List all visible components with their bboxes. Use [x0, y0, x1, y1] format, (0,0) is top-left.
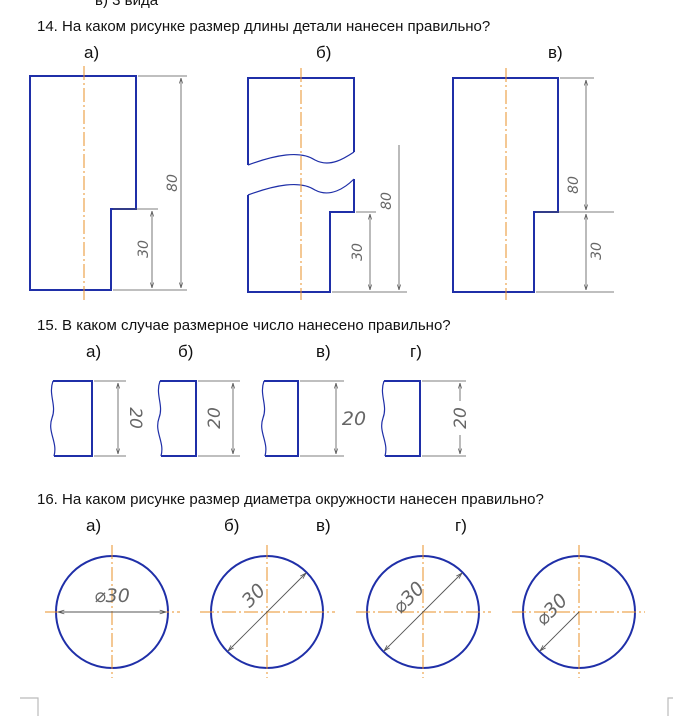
- q15-figure-c: 20: [261, 380, 366, 457]
- q14a-dim-80: 80: [165, 174, 181, 192]
- q14-option-a: а): [84, 43, 100, 62]
- q15a-dim: 20: [125, 407, 145, 429]
- q15-option-b: б): [178, 342, 194, 361]
- q16-option-c: в): [316, 516, 331, 535]
- q14-option-b: б): [316, 43, 332, 62]
- q15-option-a: а): [86, 342, 102, 361]
- q14b-dim-30: 30: [350, 243, 366, 261]
- q16-figure-c: ⌀30: [356, 545, 491, 678]
- q16-figure-b: 30: [200, 545, 335, 678]
- q16b-dim: 30: [237, 579, 270, 612]
- question-15: 15. В каком случае размерное число нанес…: [37, 317, 451, 334]
- q15-figure-b: 20: [157, 380, 240, 457]
- q16d-dim: ⌀30: [531, 589, 572, 630]
- q14-figure-c: 80 30: [452, 68, 614, 300]
- q16-option-a: а): [86, 516, 102, 535]
- q16-option-d: г): [455, 516, 467, 535]
- top-fragment-text: в) 3 вида: [95, 0, 159, 9]
- q15-figure-d: 20: [381, 380, 471, 457]
- q14-option-c: в): [548, 43, 563, 62]
- q14-figure-b: 80 30: [247, 68, 407, 300]
- q15b-dim: 20: [205, 407, 225, 429]
- question-14: 14. На каком рисунке размер длины детали…: [37, 18, 491, 35]
- q15-figure-a: 20: [50, 380, 145, 457]
- q16-figure-d: ⌀30: [512, 545, 645, 678]
- q16a-dim: ⌀30: [94, 585, 130, 607]
- q16-figure-a: ⌀30: [45, 545, 180, 678]
- q16-option-b: б): [224, 516, 240, 535]
- corner-mark-right: [667, 697, 673, 716]
- q14c-dim-80: 80: [566, 176, 582, 194]
- q14b-dim-80: 80: [379, 192, 395, 210]
- question-16: 16. На каком рисунке размер диаметра окр…: [37, 491, 544, 508]
- q14-figure-a: 80 30: [29, 66, 187, 300]
- corner-mark-left: [20, 697, 39, 716]
- q14c-dim-30: 30: [589, 242, 605, 260]
- q15c-dim: 20: [342, 408, 366, 430]
- q15d-dim: 20: [451, 407, 471, 429]
- q15-option-d: г): [410, 342, 422, 361]
- q15-option-c: в): [316, 342, 331, 361]
- q14a-dim-30: 30: [136, 240, 152, 258]
